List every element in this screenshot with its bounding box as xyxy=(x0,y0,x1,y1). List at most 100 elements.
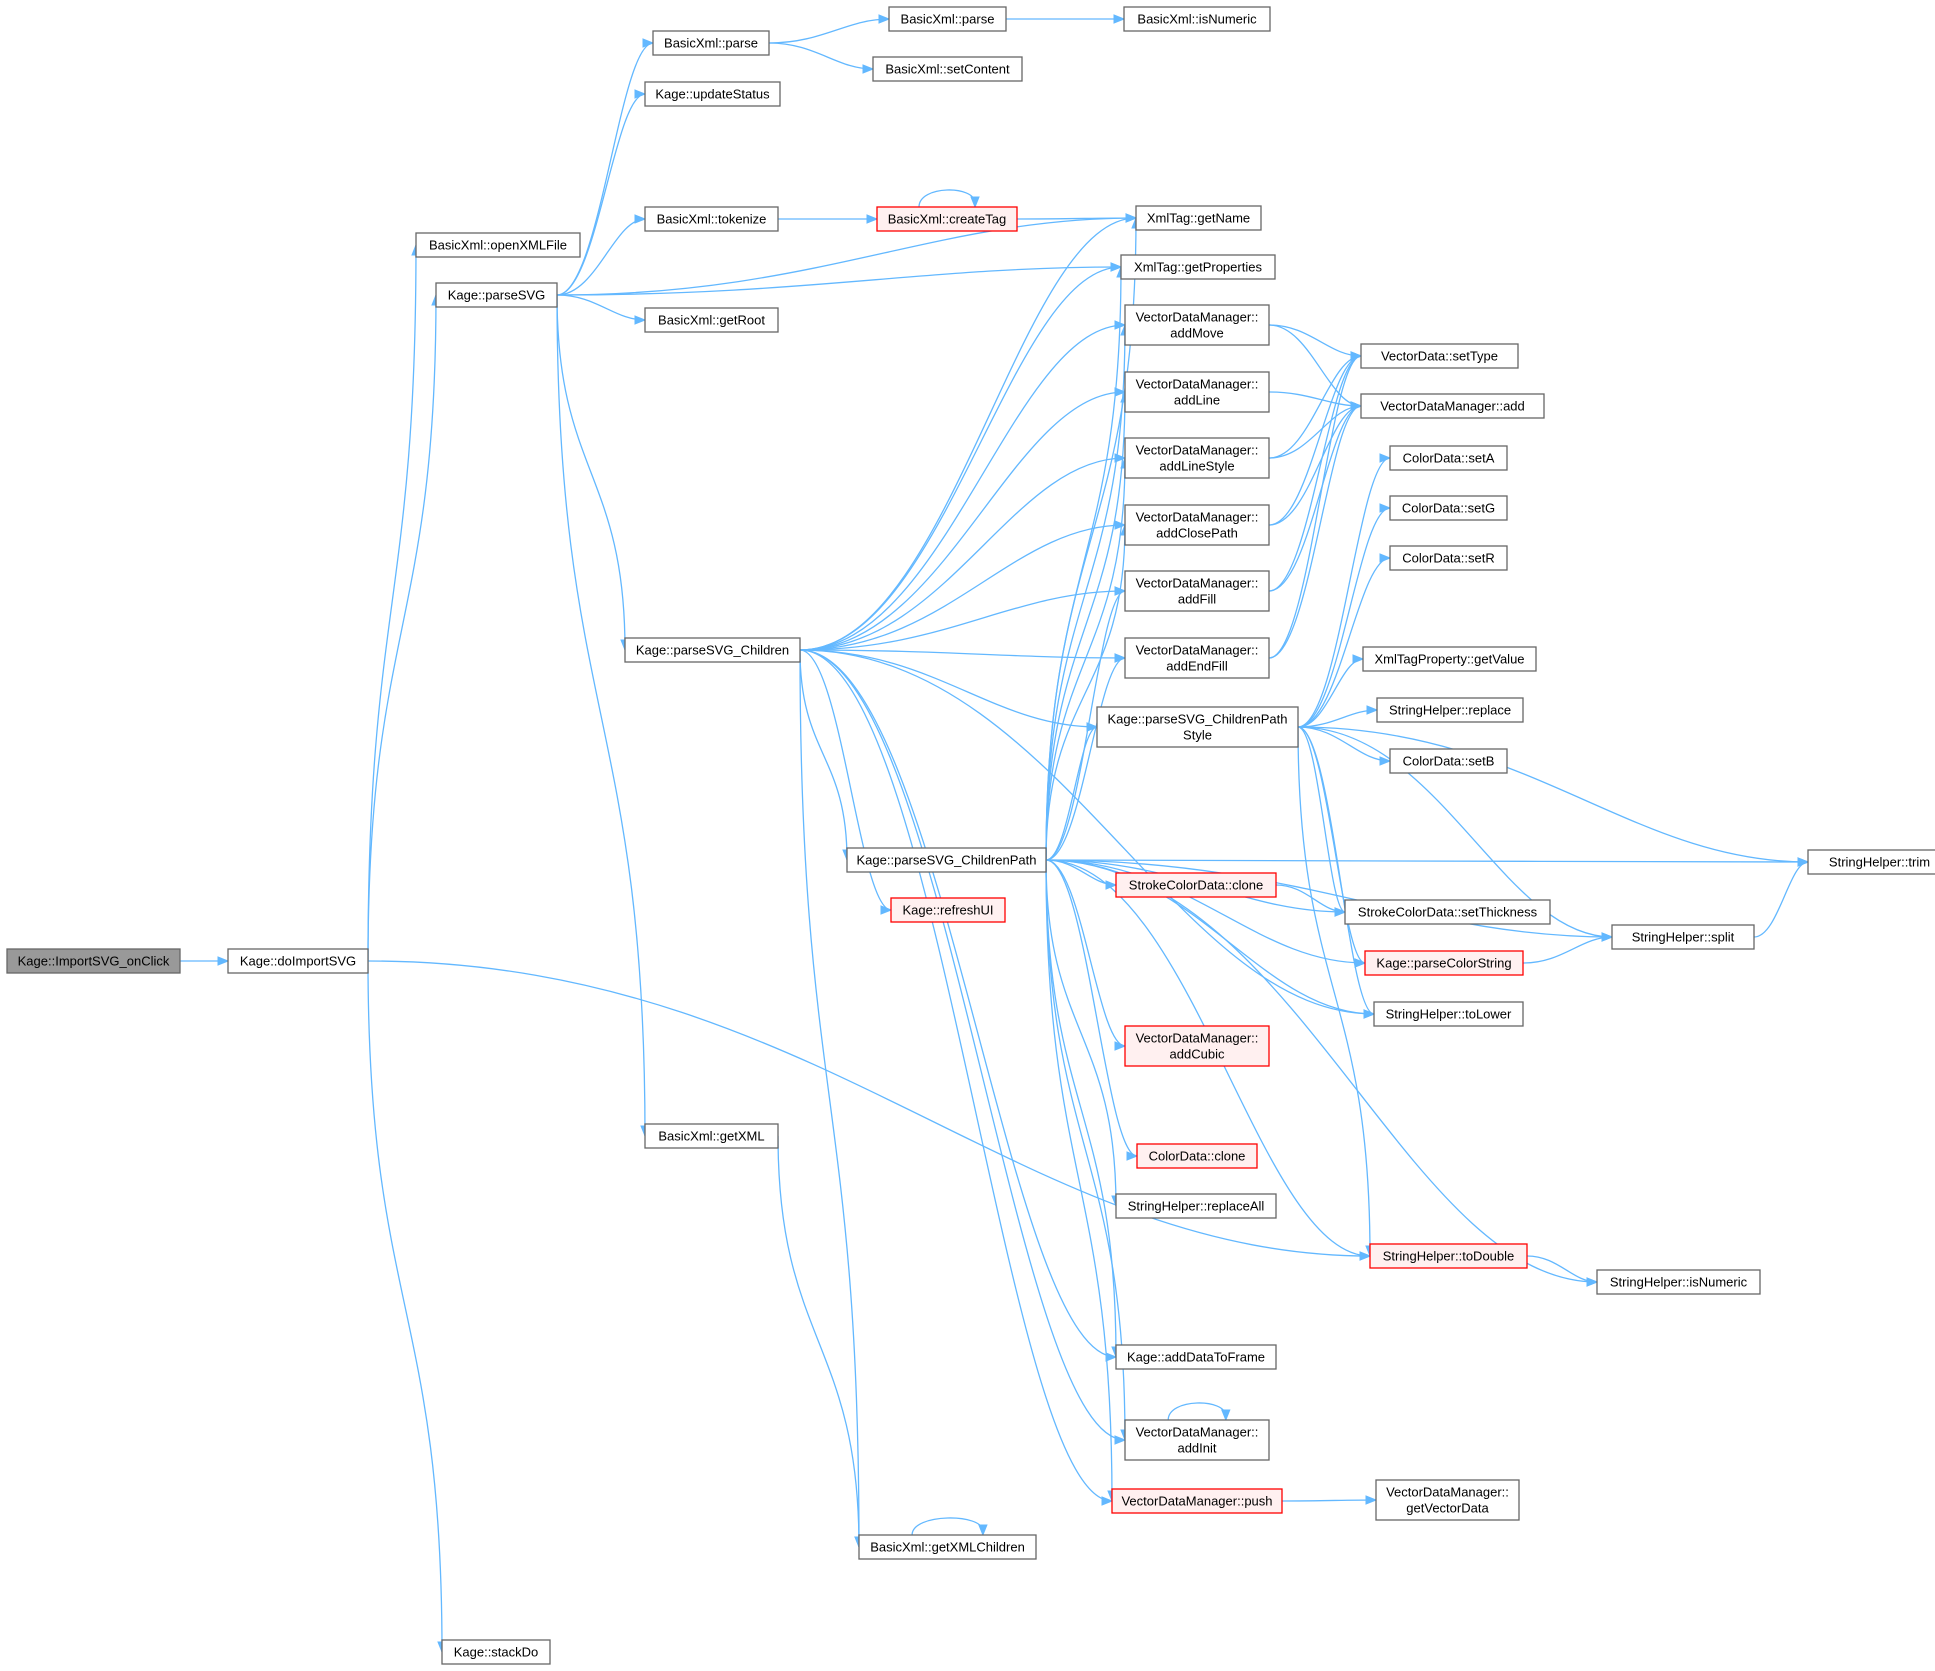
node-box-createtag[interactable] xyxy=(876,206,1018,232)
node-box-todouble[interactable] xyxy=(1369,1243,1528,1269)
node-bx_isnumeric[interactable]: BasicXml::isNumeric xyxy=(1123,6,1271,32)
node-addcubic[interactable]: VectorDataManager::addCubic xyxy=(1124,1025,1270,1067)
node-box-importsvg[interactable] xyxy=(6,948,181,974)
node-box-parsecolor[interactable] xyxy=(1364,950,1524,976)
node-box-childrenpath[interactable] xyxy=(846,847,1047,873)
node-box-addclosepath[interactable] xyxy=(1124,504,1270,546)
node-createtag[interactable]: BasicXml::createTag xyxy=(876,206,1018,232)
node-setcontent[interactable]: BasicXml::setContent xyxy=(872,56,1023,82)
node-box-sh_isnumeric[interactable] xyxy=(1596,1269,1761,1295)
node-box-setr[interactable] xyxy=(1389,545,1508,571)
node-box-addcubic[interactable] xyxy=(1124,1025,1270,1067)
node-box-getname[interactable] xyxy=(1135,205,1262,231)
node-box-addline[interactable] xyxy=(1124,371,1270,413)
node-box-stackdo[interactable] xyxy=(441,1639,551,1665)
node-box-setg[interactable] xyxy=(1389,495,1508,521)
node-updatestatus[interactable]: Kage::updateStatus xyxy=(644,81,781,107)
node-addline[interactable]: VectorDataManager::addLine xyxy=(1124,371,1270,413)
node-addlinestyle[interactable]: VectorDataManager::addLineStyle xyxy=(1124,437,1270,479)
node-addendfill[interactable]: VectorDataManager::addEndFill xyxy=(1124,637,1270,679)
node-box-settype[interactable] xyxy=(1360,343,1519,369)
node-addfill[interactable]: VectorDataManager::addFill xyxy=(1124,570,1270,612)
node-getxml[interactable]: BasicXml::getXML xyxy=(644,1123,779,1149)
node-setthickness[interactable]: StrokeColorData::setThickness xyxy=(1344,899,1551,925)
node-tolower[interactable]: StringHelper::toLower xyxy=(1373,1001,1524,1027)
node-box-strokeclone[interactable] xyxy=(1115,872,1277,898)
node-replaceall[interactable]: StringHelper::replaceAll xyxy=(1115,1193,1277,1219)
node-box-tolower[interactable] xyxy=(1373,1001,1524,1027)
node-box-addendfill[interactable] xyxy=(1124,637,1270,679)
node-box-push[interactable] xyxy=(1111,1488,1283,1514)
node-split[interactable]: StringHelper::split xyxy=(1611,924,1755,950)
node-box-addfill[interactable] xyxy=(1124,570,1270,612)
node-box-adddatatoframe[interactable] xyxy=(1115,1344,1277,1370)
node-box-setb[interactable] xyxy=(1389,748,1508,774)
node-box-getroot[interactable] xyxy=(644,307,779,333)
node-getname[interactable]: XmlTag::getName xyxy=(1135,205,1262,231)
node-openxmlfile[interactable]: BasicXml::openXMLFile xyxy=(415,232,581,258)
node-box-addlinestyle[interactable] xyxy=(1124,437,1270,479)
node-stackdo[interactable]: Kage::stackDo xyxy=(441,1639,551,1665)
node-setb[interactable]: ColorData::setB xyxy=(1389,748,1508,774)
node-trim[interactable]: StringHelper::trim xyxy=(1807,849,1935,875)
node-bx_parse[interactable]: BasicXml::parse xyxy=(652,30,770,56)
node-box-setcontent[interactable] xyxy=(872,56,1023,82)
node-bx_parse2[interactable]: BasicXml::parse xyxy=(888,6,1007,32)
node-todouble[interactable]: StringHelper::toDouble xyxy=(1369,1243,1528,1269)
node-getxmlchildren[interactable]: BasicXml::getXMLChildren xyxy=(858,1534,1037,1560)
node-box-replaceall[interactable] xyxy=(1115,1193,1277,1219)
node-addmove[interactable]: VectorDataManager::addMove xyxy=(1124,304,1270,346)
node-addinit[interactable]: VectorDataManager::addInit xyxy=(1124,1419,1270,1461)
node-doimportsvg[interactable]: Kage::doImportSVG xyxy=(227,948,369,974)
node-box-openxmlfile[interactable] xyxy=(415,232,581,258)
node-box-bx_isnumeric[interactable] xyxy=(1123,6,1271,32)
node-box-refreshui[interactable] xyxy=(890,897,1006,923)
node-tokenize[interactable]: BasicXml::tokenize xyxy=(644,206,779,232)
node-box-pathstyle[interactable] xyxy=(1096,706,1299,748)
node-box-doimportsvg[interactable] xyxy=(227,948,369,974)
node-parsecolor[interactable]: Kage::parseColorString xyxy=(1364,950,1524,976)
node-settype[interactable]: VectorData::setType xyxy=(1360,343,1519,369)
node-box-updatestatus[interactable] xyxy=(644,81,781,107)
node-seta[interactable]: ColorData::setA xyxy=(1389,445,1508,471)
node-box-parsesvg_children[interactable] xyxy=(624,637,801,663)
node-box-setthickness[interactable] xyxy=(1344,899,1551,925)
node-box-getvectordata[interactable] xyxy=(1375,1479,1520,1521)
node-getproperties[interactable]: XmlTag::getProperties xyxy=(1120,254,1276,280)
node-box-sh_replace[interactable] xyxy=(1376,697,1524,723)
node-parsesvg[interactable]: Kage::parseSVG xyxy=(435,282,558,308)
node-push[interactable]: VectorDataManager::push xyxy=(1111,1488,1283,1514)
node-sh_isnumeric[interactable]: StringHelper::isNumeric xyxy=(1596,1269,1761,1295)
node-box-trim[interactable] xyxy=(1807,849,1935,875)
node-box-colorclone[interactable] xyxy=(1136,1143,1258,1169)
node-getvalue[interactable]: XmlTagProperty::getValue xyxy=(1362,646,1537,672)
node-setr[interactable]: ColorData::setR xyxy=(1389,545,1508,571)
node-sh_replace[interactable]: StringHelper::replace xyxy=(1376,697,1524,723)
node-adddatatoframe[interactable]: Kage::addDataToFrame xyxy=(1115,1344,1277,1370)
node-getvectordata[interactable]: VectorDataManager::getVectorData xyxy=(1375,1479,1520,1521)
node-box-vdm_add[interactable] xyxy=(1360,393,1545,419)
node-box-getvalue[interactable] xyxy=(1362,646,1537,672)
node-box-getxml[interactable] xyxy=(644,1123,779,1149)
node-importsvg[interactable]: Kage::ImportSVG_onClick xyxy=(6,948,181,974)
node-strokeclone[interactable]: StrokeColorData::clone xyxy=(1115,872,1277,898)
node-childrenpath[interactable]: Kage::parseSVG_ChildrenPath xyxy=(846,847,1047,873)
node-box-split[interactable] xyxy=(1611,924,1755,950)
node-box-bx_parse2[interactable] xyxy=(888,6,1007,32)
node-parsesvg_children[interactable]: Kage::parseSVG_Children xyxy=(624,637,801,663)
node-getroot[interactable]: BasicXml::getRoot xyxy=(644,307,779,333)
node-refreshui[interactable]: Kage::refreshUI xyxy=(890,897,1006,923)
node-box-seta[interactable] xyxy=(1389,445,1508,471)
node-setg[interactable]: ColorData::setG xyxy=(1389,495,1508,521)
node-box-getxmlchildren[interactable] xyxy=(858,1534,1037,1560)
node-box-bx_parse[interactable] xyxy=(652,30,770,56)
node-addclosepath[interactable]: VectorDataManager::addClosePath xyxy=(1124,504,1270,546)
node-box-parsesvg[interactable] xyxy=(435,282,558,308)
node-box-tokenize[interactable] xyxy=(644,206,779,232)
node-colorclone[interactable]: ColorData::clone xyxy=(1136,1143,1258,1169)
node-box-addinit[interactable] xyxy=(1124,1419,1270,1461)
node-vdm_add[interactable]: VectorDataManager::add xyxy=(1360,393,1545,419)
node-box-getproperties[interactable] xyxy=(1120,254,1276,280)
node-box-addmove[interactable] xyxy=(1124,304,1270,346)
